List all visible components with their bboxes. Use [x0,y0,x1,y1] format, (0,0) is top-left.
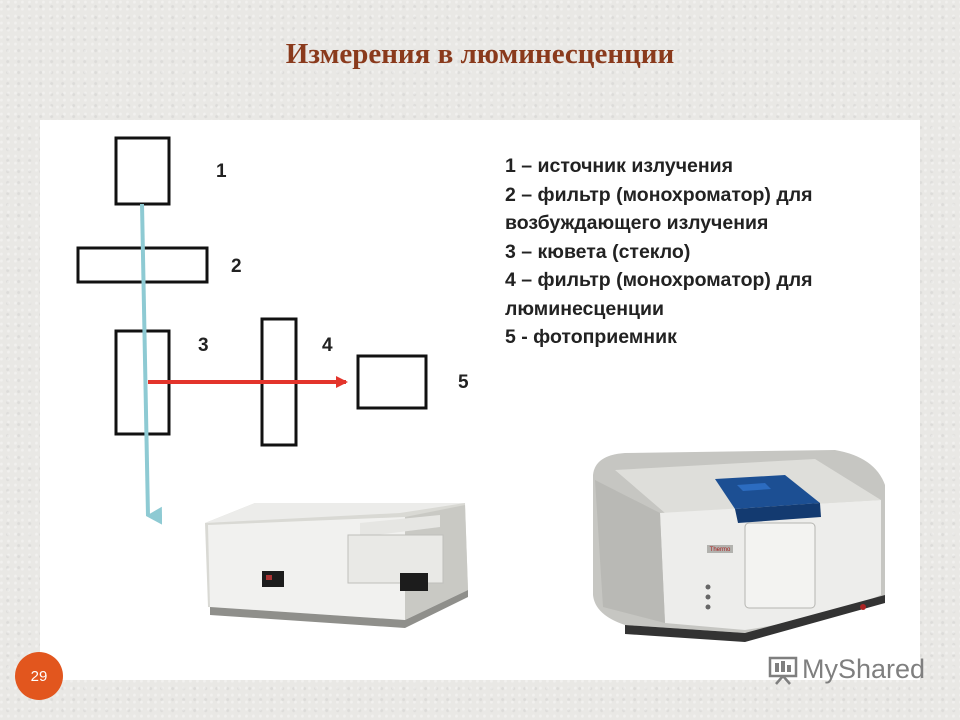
legend-line: люминесценции [505,297,664,320]
legend-line: 1 – источник излучения [505,155,734,177]
excitation-beam [140,203,163,525]
legend-line: 4 – фильтр (монохроматор) для [505,269,813,291]
spectrofluorometer-photo [205,503,468,628]
label-3: 3 [198,335,209,356]
legend-line: возбуждающего излучения [505,212,769,234]
photodetector-box [356,354,428,410]
label-4: 4 [322,335,333,356]
radiation-source-box [114,136,171,206]
svg-text:Thermo: Thermo [710,547,731,553]
slide-number-badge: 29 [15,652,63,700]
label-2: 2 [231,256,242,277]
legend: 1 – источник излучения 2 – фильтр (монох… [505,152,905,352]
watermark-text: MyShared [802,654,926,684]
legend-line: 2 – фильтр (монохроматор) для [505,183,813,206]
content-panel: 1 2 3 4 5 1 – источник излучения 2 – фил… [40,120,920,680]
label-5: 5 [458,372,469,393]
label-1: 1 [216,161,227,182]
luminescence-schematic: 1 2 3 4 5 [76,136,469,525]
slide-title: Измерения в люминесценции [285,38,675,70]
thermo-spectrophotometer-photo: Thermo [593,450,885,642]
legend-line: 3 – кювета (стекло) [505,240,691,263]
legend-line: 5 - фотоприемник [505,326,677,348]
watermark: MyShared [768,654,925,685]
presentation-icon [768,656,798,685]
